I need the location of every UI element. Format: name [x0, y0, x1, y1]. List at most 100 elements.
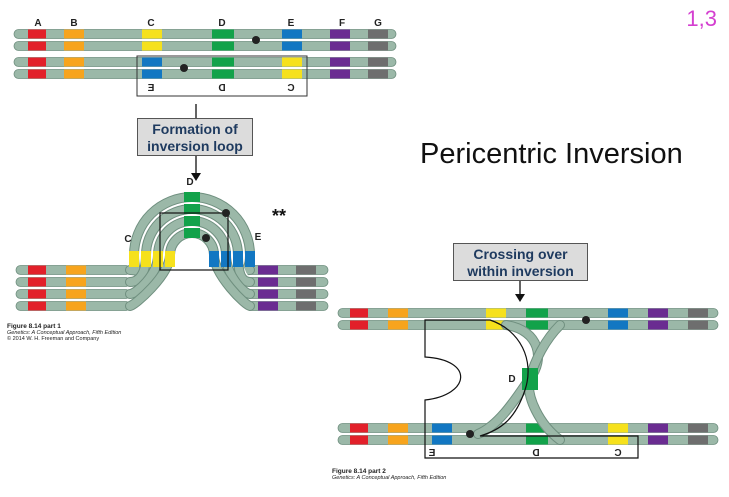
- band-gray: [296, 289, 316, 299]
- band-yellow: [282, 57, 302, 67]
- band-gray: [296, 265, 316, 275]
- band-blue: [221, 251, 231, 267]
- loop-label-D: D: [186, 177, 193, 188]
- band-purple: [648, 435, 668, 445]
- inner-loop-box: [159, 212, 229, 271]
- loop-label-E: E: [255, 232, 262, 243]
- band-red: [28, 41, 46, 51]
- band-orange: [388, 320, 408, 330]
- band-yellow: [486, 308, 506, 318]
- gene-label-C: C: [147, 18, 154, 29]
- band-blue: [142, 57, 162, 67]
- band-red: [28, 57, 46, 67]
- band-green: [212, 69, 234, 79]
- band-blue: [432, 423, 452, 433]
- crossover-outline: [424, 319, 639, 459]
- cross-inverted-label-C: C: [614, 448, 621, 459]
- band-yellow: [141, 251, 151, 267]
- band-yellow: [142, 29, 162, 39]
- band-gray: [688, 320, 708, 330]
- cross-inverted-label-D: D: [532, 448, 539, 459]
- slide-title: Pericentric Inversion: [420, 138, 683, 170]
- callout-formation-line2: inversion loop: [147, 138, 243, 154]
- band-green: [212, 57, 234, 67]
- band-orange: [64, 41, 84, 51]
- band-red: [28, 69, 46, 79]
- figure-caption-part1: Figure 8.14 part 1 Genetics: A Conceptua…: [7, 323, 121, 342]
- band-blue: [432, 435, 452, 445]
- band-gray: [368, 57, 388, 67]
- band-orange: [64, 29, 84, 39]
- inverted-label-C: C: [287, 83, 294, 94]
- caption-part2-book: Genetics: A Conceptual Approach, Fifth E…: [332, 475, 447, 481]
- band-purple: [648, 308, 668, 318]
- band-purple: [258, 277, 278, 287]
- band-gray: [368, 29, 388, 39]
- gene-label-D: D: [218, 18, 225, 29]
- centromere-cross-top: [582, 316, 590, 324]
- band-green: [526, 435, 548, 445]
- band-orange: [64, 69, 84, 79]
- band-green: [184, 216, 200, 226]
- band-purple: [258, 289, 278, 299]
- band-red: [350, 320, 368, 330]
- band-purple: [330, 69, 350, 79]
- callout-crossing-over: Crossing over within inversion: [453, 243, 588, 281]
- band-gray: [688, 423, 708, 433]
- band-blue: [608, 308, 628, 318]
- slide-number: 1,3: [686, 6, 717, 31]
- band-orange: [66, 289, 86, 299]
- band-yellow: [165, 251, 175, 267]
- caption-part2-title: Figure 8.14 part 2: [332, 468, 386, 475]
- band-red: [350, 308, 368, 318]
- band-blue: [209, 251, 219, 267]
- band-blue: [245, 251, 255, 267]
- band-yellow: [282, 69, 302, 79]
- band-purple: [330, 29, 350, 39]
- callout-crossing-line2: within inversion: [467, 263, 574, 279]
- band-yellow: [142, 41, 162, 51]
- band-gray: [296, 301, 316, 311]
- band-yellow: [608, 435, 628, 445]
- cross-inverted-label-E: E: [428, 448, 435, 459]
- band-gray: [688, 435, 708, 445]
- crossing-label-D: D: [508, 374, 515, 385]
- centromere-loop-2: [202, 234, 210, 242]
- band-gray: [688, 308, 708, 318]
- band-purple: [330, 41, 350, 51]
- band-purple: [648, 423, 668, 433]
- gene-label-A: A: [34, 18, 41, 29]
- band-blue: [608, 320, 628, 330]
- caption-part1-book: Genetics: A Conceptual Approach, Fifth E…: [7, 330, 122, 336]
- band-yellow: [153, 251, 163, 267]
- band-green: [526, 308, 548, 318]
- band-red: [28, 265, 46, 275]
- band-orange: [66, 277, 86, 287]
- inverted-label-D: D: [218, 83, 225, 94]
- band-orange: [388, 308, 408, 318]
- band-green: [184, 228, 200, 238]
- band-green: [522, 368, 538, 390]
- band-gray: [296, 277, 316, 287]
- band-orange: [64, 57, 84, 67]
- band-yellow: [608, 423, 628, 433]
- centromere-inverted: [180, 64, 188, 72]
- centromere-loop-1: [222, 209, 230, 217]
- band-orange: [66, 301, 86, 311]
- callout-formation-line1: Formation of: [152, 121, 238, 137]
- band-blue: [282, 29, 302, 39]
- annotation-stars: **: [272, 206, 287, 226]
- band-purple: [258, 301, 278, 311]
- inversion-box: [136, 55, 308, 97]
- band-red: [28, 289, 46, 299]
- band-red: [28, 29, 46, 39]
- band-red: [350, 435, 368, 445]
- arrow-head: [515, 294, 525, 302]
- gene-label-B: B: [70, 18, 77, 29]
- callout-crossing-line1: Crossing over: [473, 246, 568, 262]
- band-gray: [368, 69, 388, 79]
- band-orange: [66, 265, 86, 275]
- gene-label-E: E: [288, 18, 295, 29]
- band-red: [350, 423, 368, 433]
